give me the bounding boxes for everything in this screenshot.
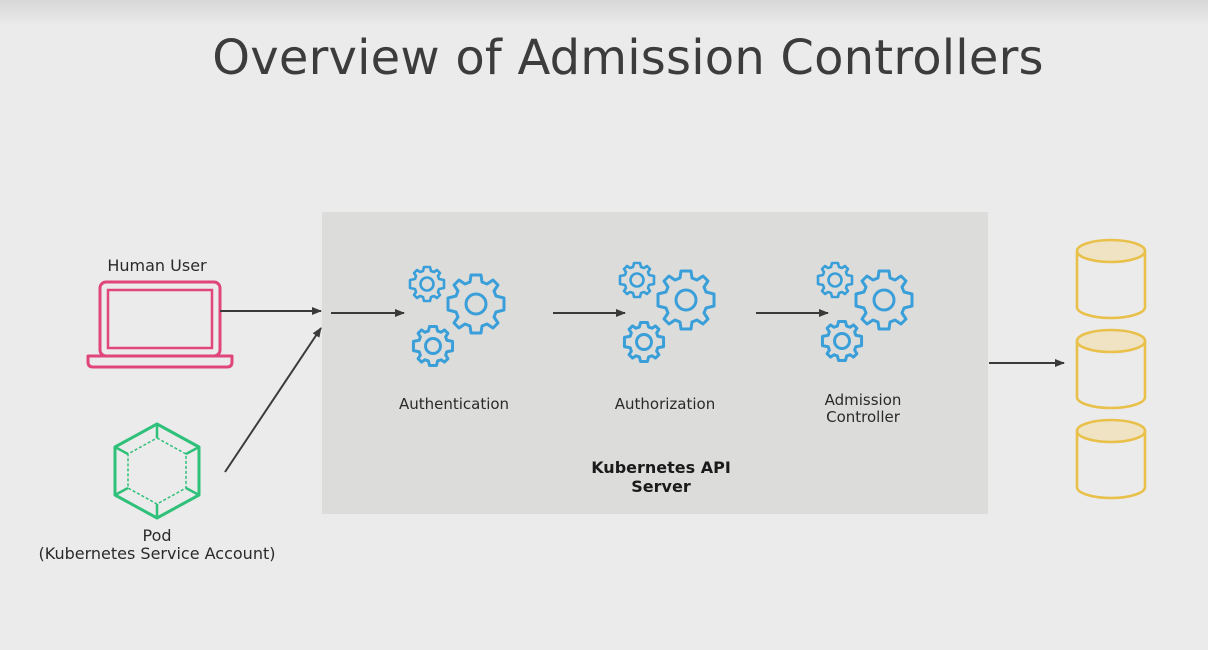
authorization-label: Authorization <box>595 396 735 413</box>
database-icon <box>1075 418 1147 500</box>
database-icon <box>1075 238 1147 320</box>
kubernetes-api-server-label: Kubernetes API Server <box>561 458 761 496</box>
server-label-line2: Server <box>631 477 691 496</box>
authorization-label-text: Authorization <box>614 395 716 413</box>
admission-controller-label: Admission Controller <box>793 392 933 426</box>
kubernetes-api-server-box <box>322 212 988 514</box>
pod-label: Pod (Kubernetes Service Account) <box>20 527 294 563</box>
pod-label-line2: (Kubernetes Service Account) <box>38 544 276 563</box>
cube-icon <box>113 422 201 520</box>
authentication-label: Authentication <box>384 396 524 413</box>
server-label-line1: Kubernetes API <box>591 458 731 477</box>
admission-controller-label-line1: Admission <box>824 391 902 409</box>
laptop-icon <box>86 280 234 369</box>
database-icon <box>1075 328 1147 410</box>
gears-icon <box>816 261 914 363</box>
arrow-pod-to-server <box>224 327 322 473</box>
gears-icon <box>618 261 716 364</box>
human-user-label: Human User <box>107 256 207 275</box>
pod-label-line1: Pod <box>142 526 172 545</box>
admission-controller-label-line2: Controller <box>826 408 900 426</box>
gears-icon <box>408 265 506 368</box>
authentication-label-text: Authentication <box>398 395 510 413</box>
slide-title: Overview of Admission Controllers <box>212 30 1044 86</box>
top-shade <box>0 0 1208 26</box>
